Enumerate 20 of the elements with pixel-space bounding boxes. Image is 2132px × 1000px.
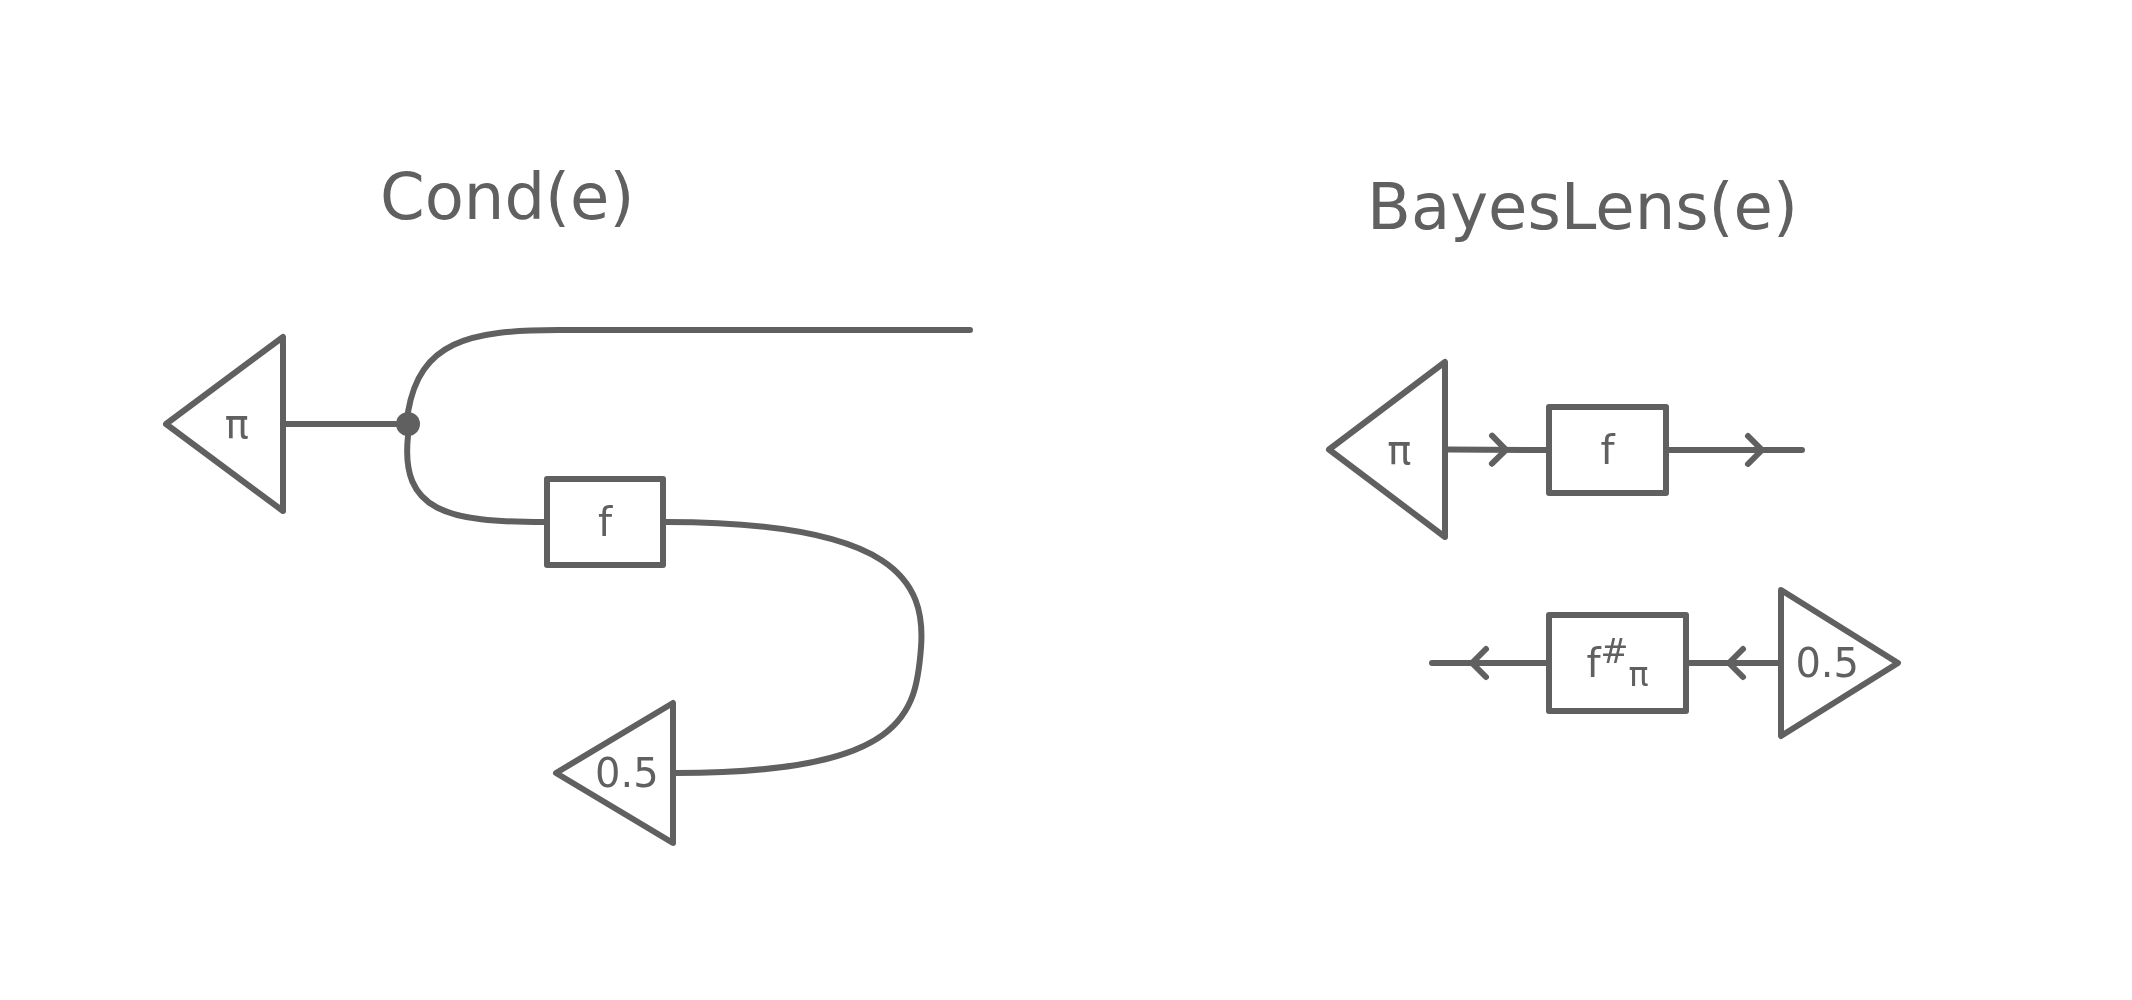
- node-label: f: [597, 502, 613, 542]
- state-triangle: [1326, 359, 1448, 540]
- node-label: 0.5: [595, 753, 659, 793]
- node-label: f: [1600, 430, 1615, 470]
- diagram-heading: Cond(e): [380, 160, 635, 234]
- wire: [405, 327, 973, 415]
- node-label: π: [1387, 429, 1412, 470]
- state-triangle: [553, 700, 676, 846]
- wire: [283, 421, 399, 427]
- state-triangle: [163, 334, 286, 514]
- process-box: [544, 476, 666, 568]
- process-box: [1546, 612, 1689, 714]
- arrow: [1686, 646, 1781, 680]
- node-label: 0.5: [1795, 643, 1859, 683]
- arrow: [1666, 433, 1805, 467]
- diagram-heading: BayesLens(e): [1367, 170, 1798, 244]
- copy-dot: [396, 412, 420, 436]
- state-triangle: [1778, 587, 1901, 739]
- node-label: π: [224, 404, 249, 444]
- process-box: [1546, 404, 1669, 496]
